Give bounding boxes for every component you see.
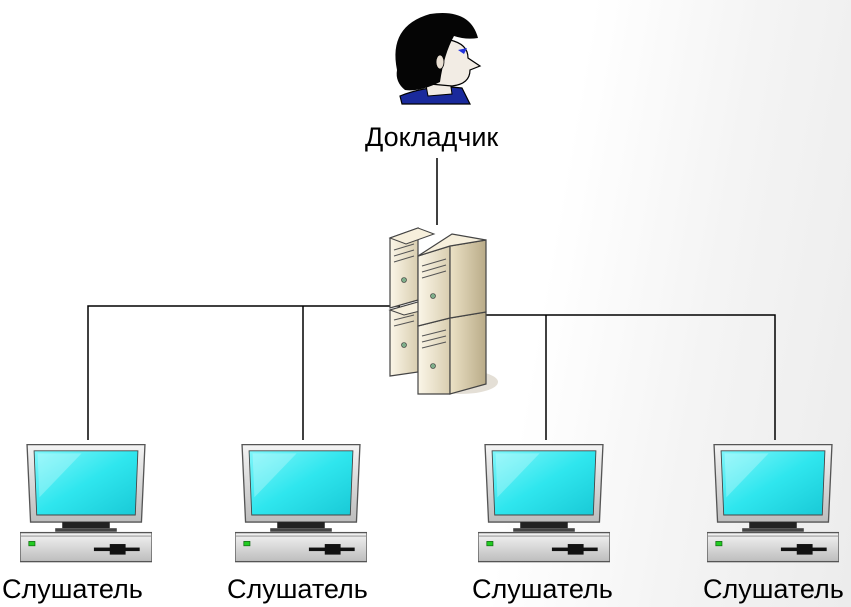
speaker-label: Докладчик bbox=[365, 122, 499, 152]
computer-icon bbox=[235, 443, 367, 563]
link-line-4 bbox=[470, 314, 776, 440]
computer-icon bbox=[20, 443, 152, 563]
connection-lines bbox=[87, 158, 776, 440]
computer-icon bbox=[707, 443, 839, 563]
link-line-1 bbox=[87, 305, 400, 440]
listener-label: Слушатель bbox=[2, 574, 143, 604]
listener-label: Слушатель bbox=[227, 574, 368, 604]
person-icon bbox=[395, 13, 482, 105]
listener-label: Слушатель bbox=[703, 574, 844, 604]
computer-icon bbox=[478, 443, 610, 563]
server-icon bbox=[388, 227, 498, 395]
listener-label: Слушатель bbox=[472, 574, 613, 604]
